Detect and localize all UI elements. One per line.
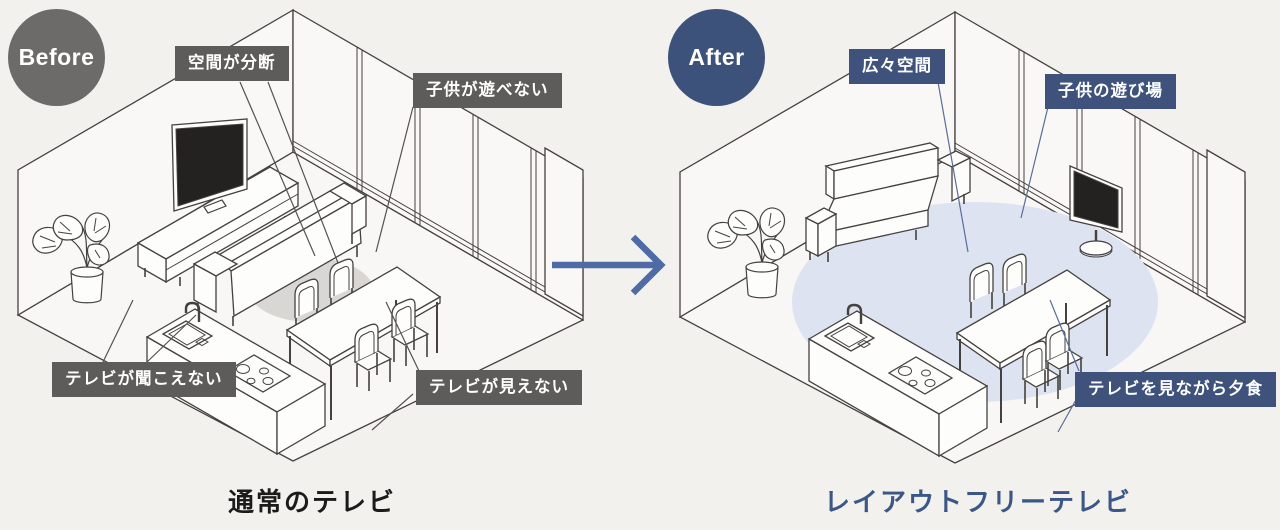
- sofa-after: [804, 142, 972, 262]
- callout-space-divided: 空間が分断: [175, 46, 289, 81]
- callout-kids-cant-play: 子供が遊べない: [413, 73, 562, 108]
- tv-board: [136, 166, 300, 286]
- before-title: 通常のテレビ: [227, 487, 397, 517]
- callout-spacious-room: 広々空間: [849, 49, 945, 84]
- leader-lines-before: [102, 81, 420, 431]
- sofa-before: [192, 182, 368, 326]
- tv-after: [1069, 165, 1123, 258]
- leader-lines-after: [937, 81, 1080, 433]
- callout-cant-hear-tv: テレビが聞こえない: [52, 362, 236, 397]
- after-badge: After: [668, 9, 765, 106]
- room-illustration-before: [17, 9, 584, 462]
- room-illustration-after: [679, 11, 1246, 464]
- tv-before: [171, 118, 248, 214]
- after-title: レイアウトフリーテレビ: [823, 487, 1133, 517]
- callout-dinner-watching-tv: テレビを見ながら夕食: [1075, 372, 1276, 407]
- arrow-right-icon: [552, 234, 666, 296]
- callout-kids-play-area: 子供の遊び場: [1045, 74, 1176, 109]
- before-badge: Before: [8, 9, 105, 106]
- callout-cant-see-tv: テレビが見えない: [416, 370, 582, 405]
